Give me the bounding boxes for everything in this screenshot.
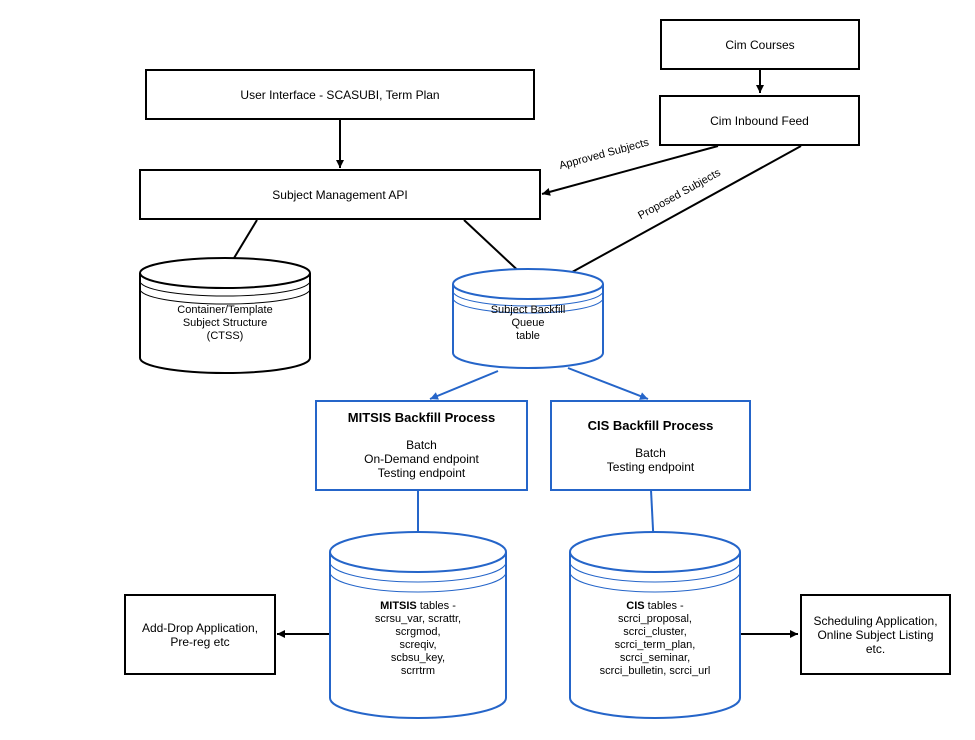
add-drop-application-box: Add-Drop Application, Pre-reg etc [124, 594, 276, 675]
mitsis-backfill-process-box: MITSIS Backfill Process Batch On-Demand … [315, 400, 528, 491]
arrow-queue-to-cis-process [567, 367, 649, 400]
scheduling-application-box: Scheduling Application, Online Subject L… [800, 594, 951, 675]
cis-tables-line-5: scrci_bulletin, scrci_url [599, 665, 711, 677]
mitsis-process-title: MITSIS Backfill Process [347, 410, 496, 425]
arrow-approved-subjects [541, 145, 719, 196]
mitsis-process-line-2: On-Demand endpoint [364, 452, 479, 466]
cis-tables-line-4: scrci_seminar, [619, 652, 691, 664]
queue-line-3: table [516, 330, 540, 342]
cis-process-line-2: Testing endpoint [606, 460, 695, 474]
ctss-cylinder [139, 257, 311, 374]
cim-courses-label: Cim Courses [725, 37, 795, 52]
ctss-line-1: Container/Template [177, 304, 273, 316]
user-interface-label: User Interface - SCASUBI, Term Plan [240, 87, 440, 102]
cis-process-line-1: Batch [635, 446, 666, 460]
cis-tables-label: CIS tables - scrci_proposal, scrci_clust… [570, 600, 740, 678]
ctss-line-3: (CTSS) [206, 330, 244, 342]
cis-tables-line-1: scrci_proposal, [618, 613, 692, 625]
scheduling-line-2: Online Subject Listing [817, 627, 934, 642]
backfill-queue-cylinder [452, 268, 604, 369]
scheduling-line-3: etc. [865, 641, 886, 656]
scheduling-line-1: Scheduling Application, [813, 613, 938, 628]
backfill-queue-label: Subject Backfill Queue table [453, 304, 603, 343]
cis-tables-line-2: scrci_cluster, [623, 626, 687, 638]
mitsis-tables-line-1: scrsu_var, scrattr, [374, 613, 462, 625]
cis-tables-line-3: scrci_term_plan, [614, 639, 696, 651]
cim-courses-box: Cim Courses [660, 19, 860, 70]
cim-inbound-feed-box: Cim Inbound Feed [659, 95, 860, 146]
mitsis-process-line-1: Batch [406, 438, 437, 452]
cis-backfill-process-box: CIS Backfill Process Batch Testing endpo… [550, 400, 751, 491]
user-interface-box: User Interface - SCASUBI, Term Plan [145, 69, 535, 120]
mitsis-tables-line-4: scbsu_key, [390, 652, 446, 664]
queue-line-2: Queue [511, 317, 545, 329]
ctss-label: Container/Template Subject Structure (CT… [140, 304, 310, 343]
ctss-line-2: Subject Structure [182, 317, 268, 329]
arrow-proposed-subjects [553, 145, 802, 283]
mitsis-tables-cylinder [329, 531, 507, 719]
subject-management-api-label: Subject Management API [272, 187, 408, 202]
add-drop-line-2: Pre-reg etc [170, 634, 230, 649]
arrow-queue-to-mitsis-process [429, 370, 499, 400]
mitsis-tables-label: MITSIS tables - scrsu_var, scrattr, scrg… [330, 600, 506, 678]
mitsis-process-line-3: Testing endpoint [377, 466, 466, 480]
add-drop-line-1: Add-Drop Application, [141, 620, 259, 635]
cim-inbound-feed-label: Cim Inbound Feed [710, 113, 809, 128]
queue-line-1: Subject Backfill [490, 304, 566, 316]
mitsis-tables-line-5: scrrtrm [400, 665, 436, 677]
mitsis-tables-line-3: screqiv, [399, 639, 437, 651]
cis-tables-cylinder [569, 531, 741, 719]
cis-tables-heading: CIS tables - [626, 600, 684, 612]
mitsis-tables-heading: MITSIS tables - [380, 600, 456, 612]
mitsis-tables-line-2: scrgmod, [395, 626, 441, 638]
cis-process-title: CIS Backfill Process [587, 418, 714, 433]
subject-management-api-box: Subject Management API [139, 169, 541, 220]
